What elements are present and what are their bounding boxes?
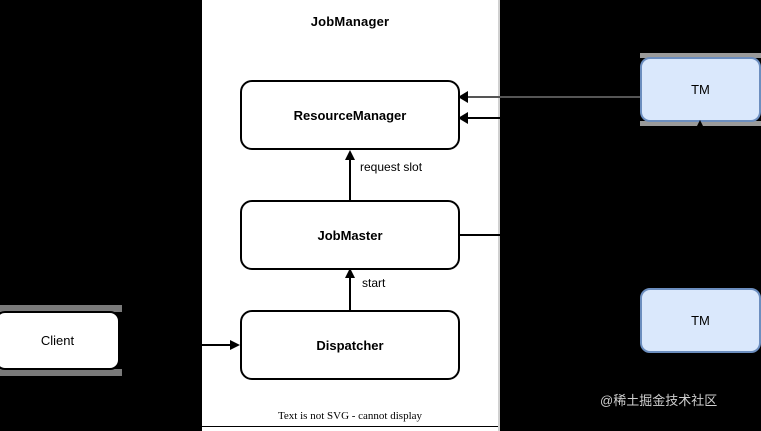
edge-client-to-dispatcher	[188, 344, 234, 346]
edge-label-start: start	[362, 276, 386, 290]
jobmanager-bottom-rule	[202, 426, 498, 427]
edge-dispatcher-to-jobmaster	[349, 278, 351, 312]
node-dispatcher[interactable]: Dispatcher	[240, 310, 460, 380]
node-taskmanager-2[interactable]: TM	[640, 288, 761, 353]
client-selection-handle-top	[0, 305, 122, 312]
edge-taskmanager-to-resourcemanager-2	[466, 117, 760, 119]
arrow-head-up-icon	[695, 120, 705, 130]
arrow-head-right-icon	[230, 340, 240, 350]
watermark: @稀土掘金技术社区	[600, 393, 718, 408]
taskmanager-2-top-stub	[699, 284, 701, 290]
jobmanager-title: JobManager	[310, 14, 390, 29]
taskmanager-1-handle-top	[640, 53, 761, 58]
edge-dispatcher-top-stub	[349, 296, 351, 312]
node-taskmanager-1[interactable]: TM	[640, 57, 761, 122]
client-selection-handle-bottom	[0, 369, 122, 376]
arrow-head-up-icon	[345, 268, 355, 278]
arrow-head-left-icon	[458, 91, 468, 103]
arrow-head-up-icon	[345, 150, 355, 160]
arrow-head-left-icon	[458, 112, 468, 124]
node-resourcemanager[interactable]: ResourceManager	[240, 80, 460, 150]
edge-label-request-slot: request slot	[360, 160, 423, 174]
edge-jobmaster-to-resourcemanager	[349, 160, 351, 202]
jobmanager-footnote: Text is not SVG - cannot display	[277, 410, 423, 422]
edge-jobmaster-to-taskmanager	[460, 234, 760, 236]
node-client[interactable]: Client	[0, 311, 120, 370]
node-jobmaster[interactable]: JobMaster	[240, 200, 460, 270]
edge-taskmanager-to-resourcemanager-1	[466, 96, 760, 98]
